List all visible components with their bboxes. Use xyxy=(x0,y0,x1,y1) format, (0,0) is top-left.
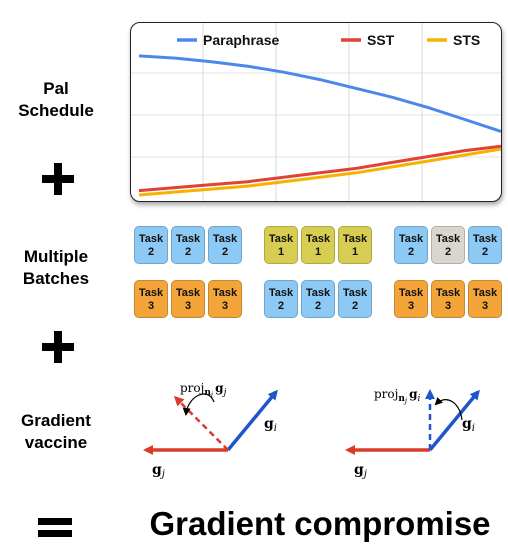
plus-symbol-1 xyxy=(0,160,112,205)
label-multiple-batches: Multiple Batches xyxy=(0,246,112,290)
task-label: Task xyxy=(268,287,294,299)
task-id: 3 xyxy=(444,300,452,312)
task-label: Task xyxy=(175,233,201,245)
schedule-chart-svg: Paraphrase SST STS xyxy=(131,23,501,201)
task-label: Task xyxy=(398,233,424,245)
task-label: Task xyxy=(138,233,164,245)
task-label: Task xyxy=(212,287,238,299)
task-label: Task xyxy=(435,287,461,299)
schedule-chart: Paraphrase SST STS xyxy=(130,22,502,202)
gj-label-left: gj xyxy=(152,462,165,480)
task-id: 2 xyxy=(444,246,452,258)
task-id: 2 xyxy=(221,246,229,258)
label-batches-line2: Batches xyxy=(22,269,90,288)
series-line-sts xyxy=(138,147,501,197)
task-label: Task xyxy=(138,287,164,299)
task-label: Task xyxy=(472,287,498,299)
legend-label-sst: SST xyxy=(367,32,395,48)
rotation-arrow-right xyxy=(434,396,463,421)
rotation-arrow-left xyxy=(182,393,215,416)
plus-symbol-2 xyxy=(0,328,112,373)
legend-label-sts: STS xyxy=(453,32,480,48)
label-gradient-vaccine: Gradient vaccine xyxy=(0,410,112,454)
task-id: 3 xyxy=(147,300,155,312)
task-label: Task xyxy=(472,233,498,245)
label-pal-line1: Pal xyxy=(43,79,69,98)
task-label: Task xyxy=(398,287,424,299)
equals-symbol xyxy=(0,512,112,547)
label-vaccine-line2: vaccine xyxy=(24,433,88,452)
task-id: 3 xyxy=(184,300,192,312)
gi-label-left: gi xyxy=(264,416,277,434)
task-id: 3 xyxy=(221,300,229,312)
task-label: Task xyxy=(212,233,238,245)
task-label: Task xyxy=(305,233,331,245)
label-pal-schedule: Pal Schedule xyxy=(0,78,112,122)
task-label: Task xyxy=(342,287,368,299)
task-id: 2 xyxy=(351,300,359,312)
task-id: 1 xyxy=(314,246,322,258)
task-id: 2 xyxy=(277,300,285,312)
task-id: 2 xyxy=(481,246,489,258)
task-id: 2 xyxy=(147,246,155,258)
task-label: Task xyxy=(305,287,331,299)
conclusion-title: Gradient compromise xyxy=(149,505,491,542)
gi-vector-left xyxy=(226,389,278,452)
task-id: 3 xyxy=(407,300,415,312)
series-line-sst xyxy=(138,144,501,193)
task-id: 1 xyxy=(351,246,359,258)
task-id: 3 xyxy=(481,300,489,312)
task-id: 1 xyxy=(277,246,285,258)
gj-label-right: gj xyxy=(354,462,367,480)
plus-icon xyxy=(42,163,74,195)
gi-label-right: gi xyxy=(462,416,475,434)
task-label: Task xyxy=(268,233,294,245)
legend-label-paraphrase: Paraphrase xyxy=(203,32,279,48)
equals-icon xyxy=(38,518,72,537)
task-id: 2 xyxy=(407,246,415,258)
label-batches-line1: Multiple xyxy=(23,247,89,266)
gi-vector-right xyxy=(428,389,480,452)
plus-icon xyxy=(42,331,74,363)
label-pal-line2: Schedule xyxy=(18,101,94,120)
task-label: Task xyxy=(342,233,368,245)
task-label: Task xyxy=(435,233,461,245)
label-vaccine-line1: Gradient xyxy=(21,411,91,430)
projection-vector-left xyxy=(173,395,229,451)
series-line-paraphrase xyxy=(138,54,501,133)
task-id: 2 xyxy=(184,246,192,258)
task-id: 2 xyxy=(314,300,322,312)
task-label: Task xyxy=(175,287,201,299)
